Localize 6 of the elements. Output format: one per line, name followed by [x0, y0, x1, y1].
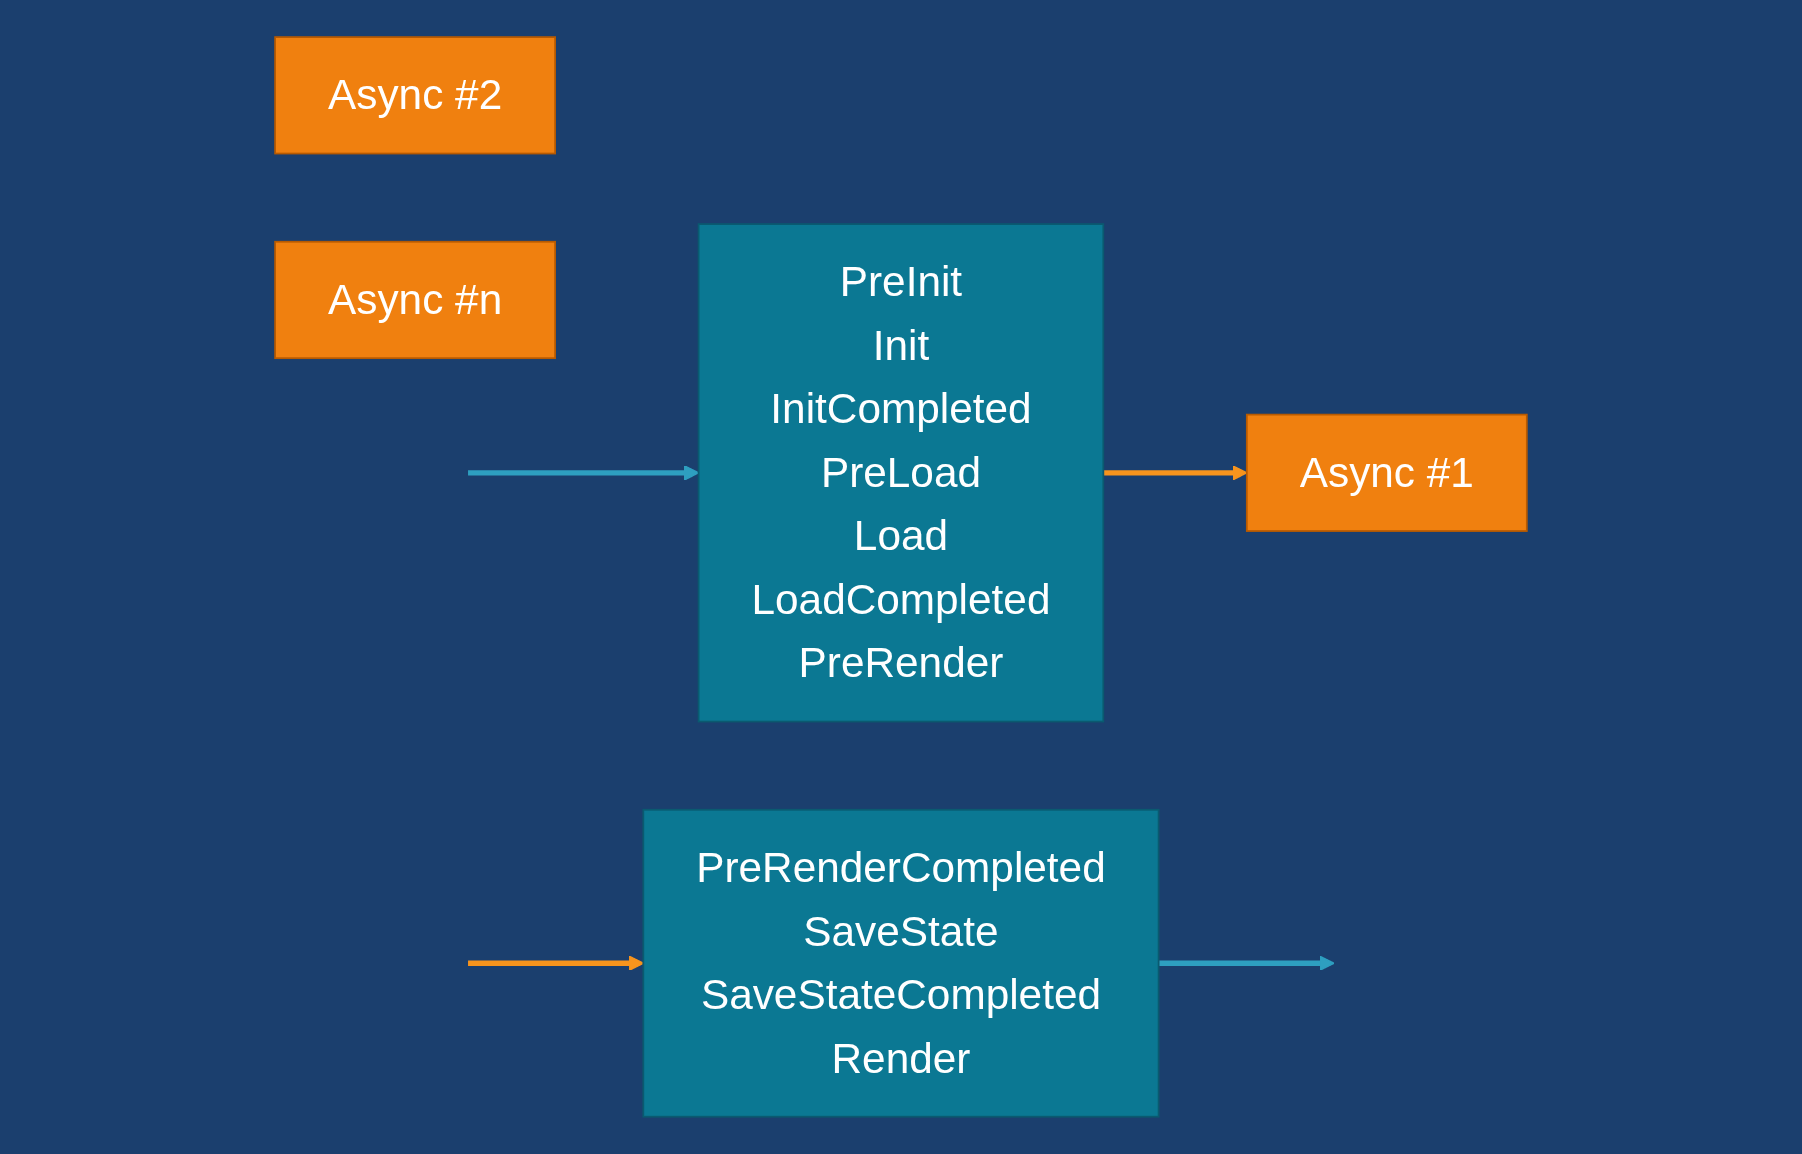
node-box [274, 36, 556, 155]
node-box [697, 223, 1105, 723]
arrow [1158, 955, 1335, 972]
node-box [274, 240, 556, 360]
node-box [642, 808, 1160, 1118]
node-box [1245, 413, 1528, 532]
